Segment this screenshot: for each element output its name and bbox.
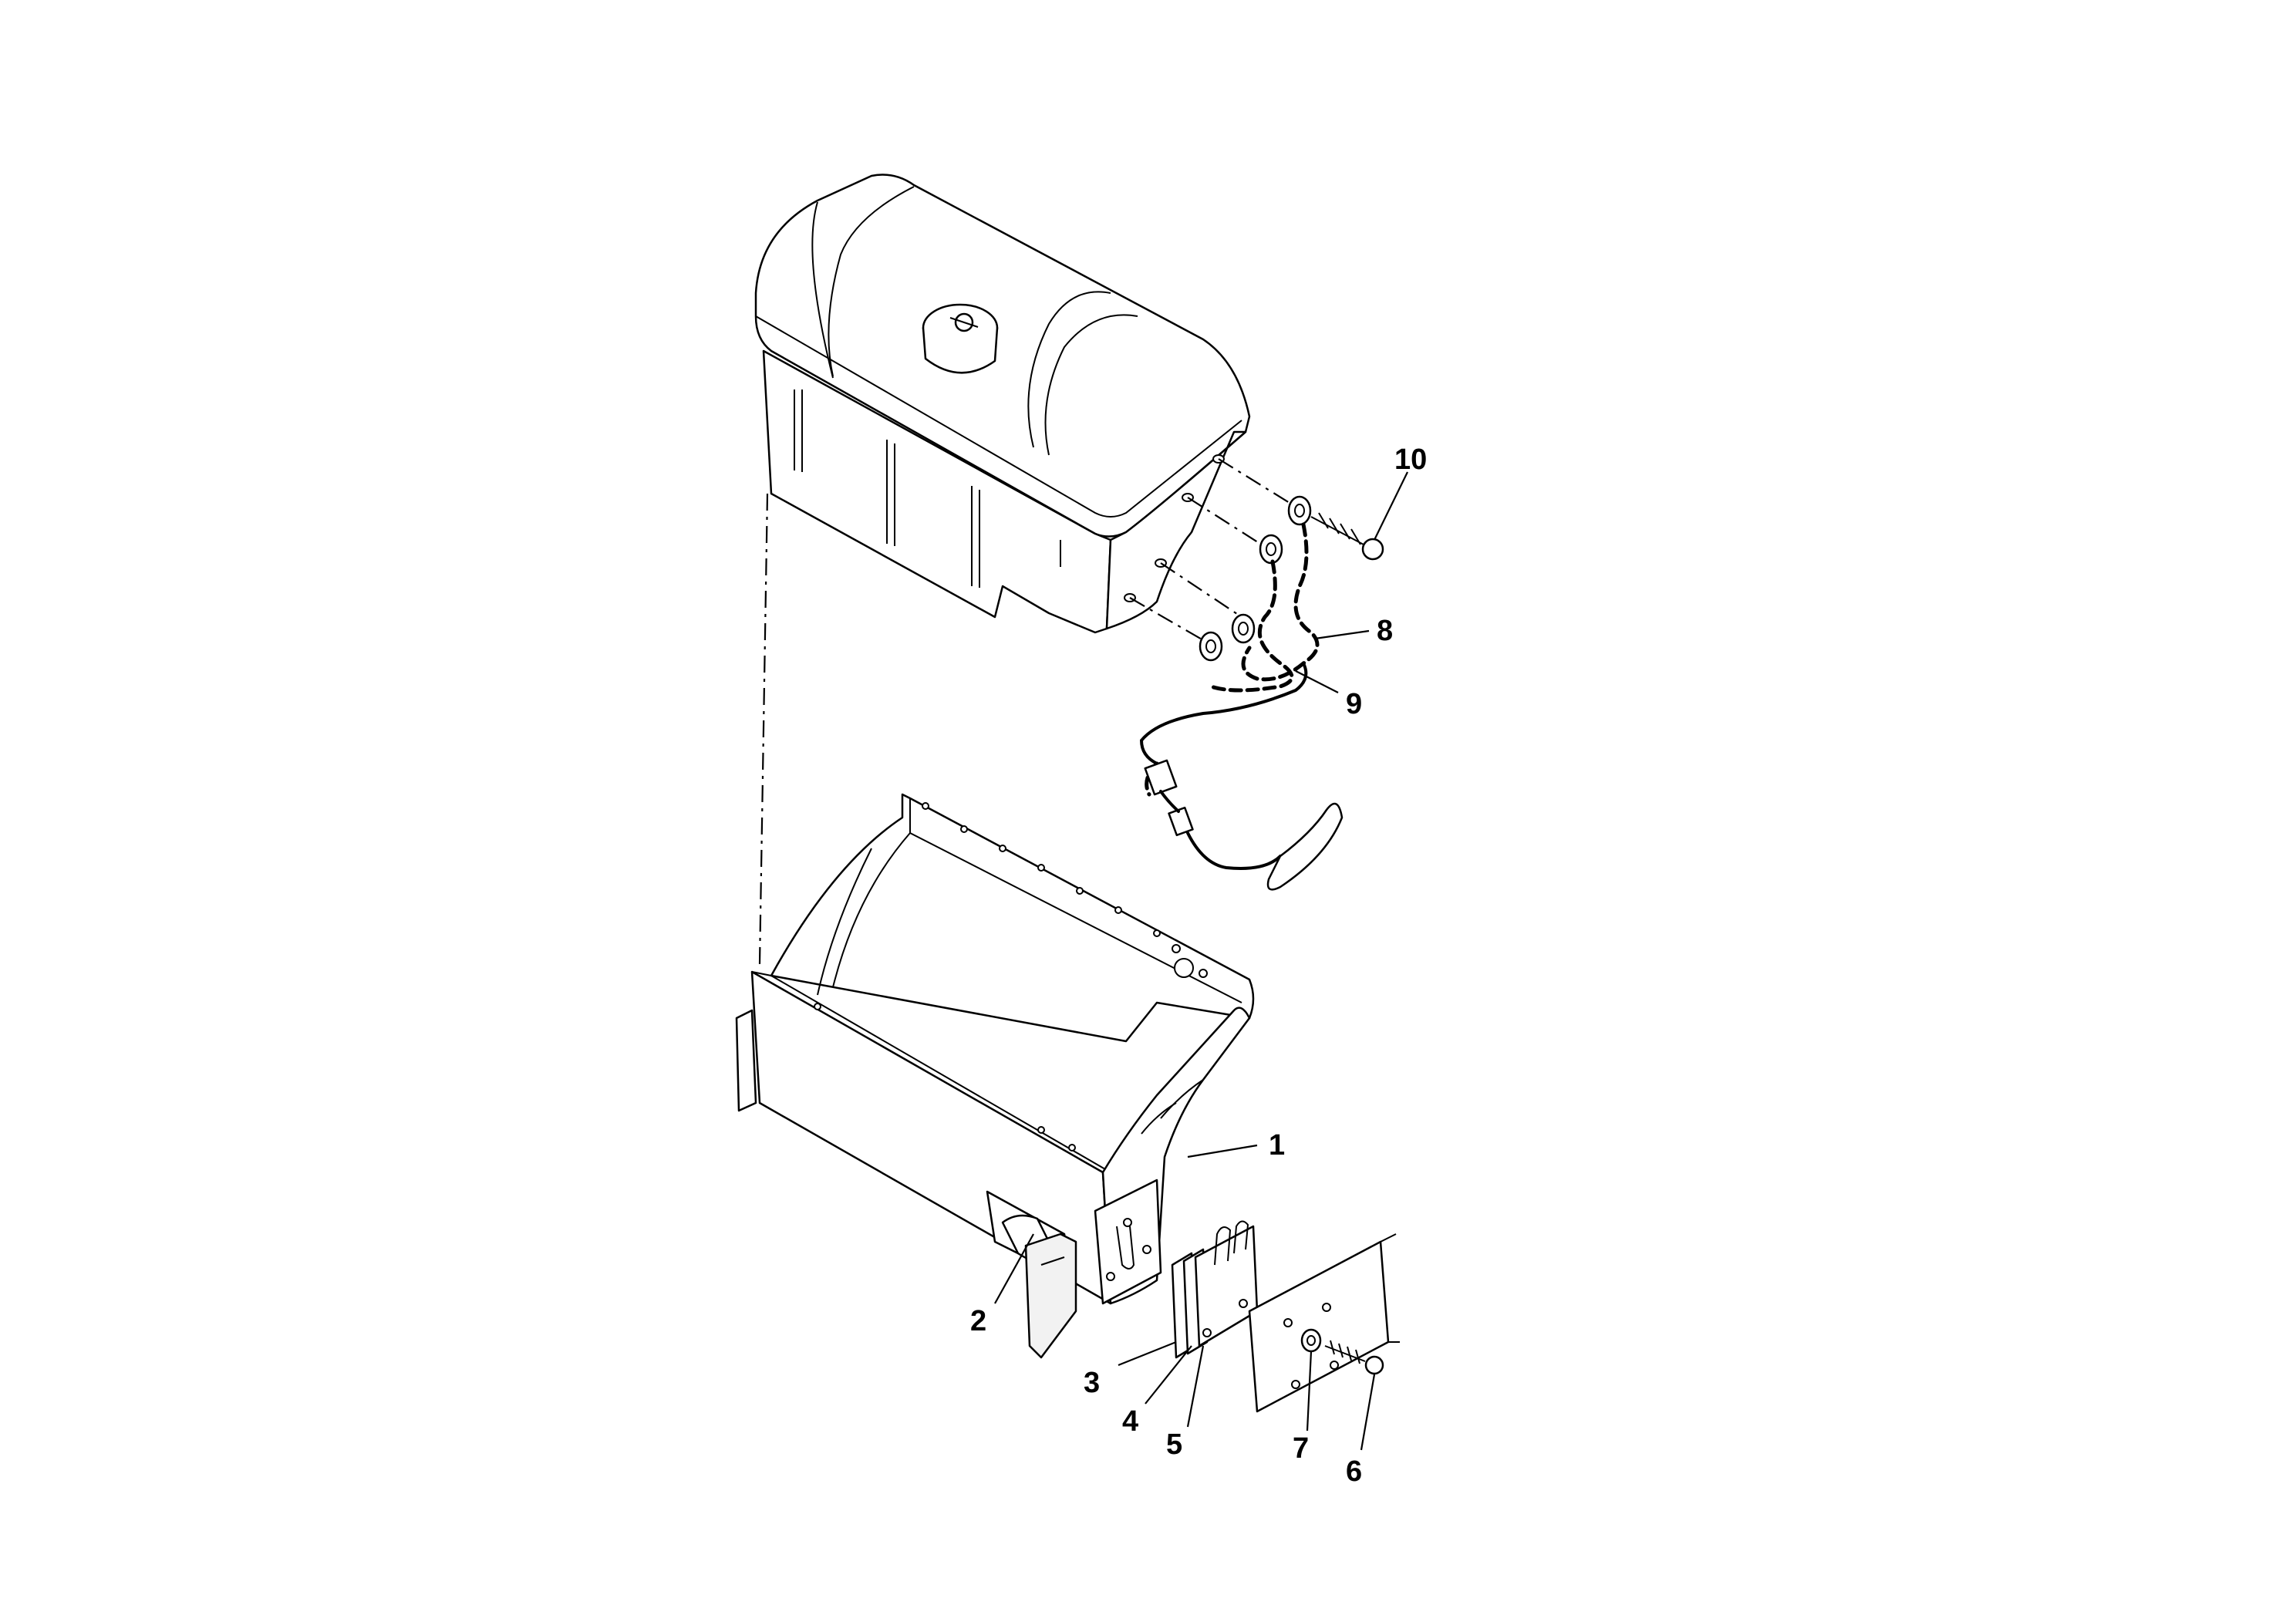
mount-plate-assembly	[1248, 1233, 1400, 1413]
callouts: 1 2 3 4 5 6 7 8 9 10	[970, 443, 1427, 1488]
tank-side	[1105, 430, 1247, 630]
alignment-lines	[758, 458, 1300, 965]
mounting-frame	[735, 793, 1255, 1359]
cable-9	[1209, 559, 1294, 693]
connector	[1144, 759, 1178, 796]
callout-9: 9	[1346, 688, 1362, 720]
spacer-5	[1194, 1225, 1259, 1347]
mount-plate	[1248, 1240, 1390, 1413]
callout-3: 3	[1084, 1367, 1100, 1399]
bolt-6	[1364, 1355, 1384, 1375]
spacer-plates	[1171, 1220, 1259, 1359]
callout-8: 8	[1377, 615, 1393, 647]
cable-coil	[1266, 802, 1344, 891]
grommets	[1199, 495, 1312, 662]
tank-body	[762, 349, 1112, 634]
callout-5: 5	[1166, 1428, 1182, 1461]
cable-8	[1241, 522, 1320, 682]
callout-10: 10	[1394, 443, 1427, 476]
callout-1: 1	[1269, 1129, 1285, 1162]
bolt-10	[1310, 512, 1384, 561]
tank	[754, 174, 1251, 634]
cables	[1139, 522, 1344, 891]
hanging-plate	[1024, 1233, 1077, 1359]
callout-6: 6	[1346, 1455, 1362, 1488]
callout-7: 7	[1293, 1432, 1309, 1465]
callout-2: 2	[970, 1305, 986, 1337]
callout-4: 4	[1122, 1405, 1138, 1438]
